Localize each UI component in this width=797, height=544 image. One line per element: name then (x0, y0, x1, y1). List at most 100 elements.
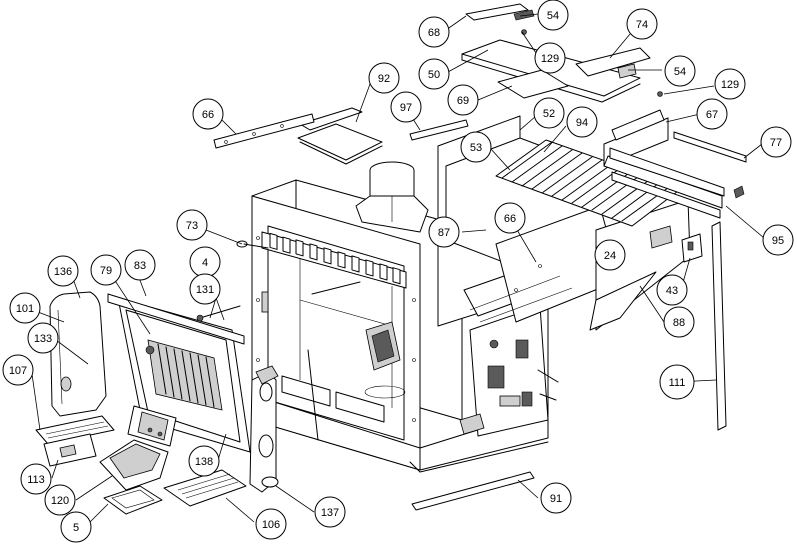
callout-label: 129 (721, 79, 739, 91)
callout-label: 137 (321, 507, 339, 519)
callout-label: 91 (550, 493, 562, 505)
callout-106: 106 (255, 508, 287, 540)
callout-54-mid: 54 (664, 55, 696, 87)
bar-91 (411, 471, 535, 511)
callout-87: 87 (428, 216, 460, 248)
callout-label: 83 (134, 260, 146, 272)
callout-label: 68 (428, 27, 440, 39)
callout-label: 95 (772, 235, 784, 247)
callout-53: 53 (460, 131, 492, 163)
callout-label: 88 (673, 317, 685, 329)
callout-95: 95 (762, 224, 794, 256)
callout-74: 74 (626, 8, 658, 40)
callout-24: 24 (594, 239, 626, 271)
rail-66-left (213, 113, 315, 149)
callout-label: 66 (202, 109, 214, 121)
callout-label: 87 (438, 227, 450, 239)
callout-111: 111 (659, 364, 695, 400)
burn-pot-120 (99, 439, 169, 491)
callout-label: 138 (195, 456, 213, 468)
bracket-43 (681, 233, 703, 263)
callout-label: 5 (73, 522, 79, 534)
callout-label: 131 (196, 284, 214, 296)
callout-113: 113 (20, 463, 52, 495)
control-electronics-assembly (459, 305, 559, 437)
callout-label: 92 (378, 73, 390, 85)
leader-lines (31, 13, 765, 523)
callout-label: 97 (400, 102, 412, 114)
callout-label: 66 (504, 213, 516, 225)
callout-92: 92 (368, 62, 400, 94)
callout-label: 74 (636, 19, 648, 31)
callout-5: 5 (60, 511, 92, 543)
callout-83: 83 (124, 249, 156, 281)
callout-77: 77 (760, 126, 792, 158)
callout-label: 53 (470, 142, 482, 154)
grate-bars-94 (495, 139, 683, 227)
callout-68: 68 (418, 16, 450, 48)
callout-label: 73 (186, 220, 198, 232)
callout-101: 101 (9, 292, 41, 324)
callout-label: 54 (674, 66, 686, 78)
callout-52: 52 (533, 97, 565, 129)
rail-97 (409, 119, 469, 141)
door-handle-assembly (127, 405, 177, 447)
callout-label: 50 (428, 69, 440, 81)
rail-77 (673, 131, 747, 163)
callout-label: 136 (54, 266, 72, 278)
callout-129-right: 129 (714, 68, 746, 100)
ash-pan-107 (35, 415, 115, 445)
callout-label: 79 (100, 265, 112, 277)
heat-fins (157, 343, 215, 408)
callout-4: 4 (189, 246, 221, 278)
callout-66-right: 66 (494, 202, 526, 234)
callout-label: 107 (9, 365, 27, 377)
callout-138: 138 (188, 445, 220, 477)
callout-label: 113 (27, 474, 45, 486)
callout-137: 137 (314, 496, 346, 528)
callout-73: 73 (176, 209, 208, 241)
callout-label: 24 (604, 250, 616, 262)
callout-50: 50 (418, 58, 450, 90)
callout-79: 79 (90, 254, 122, 286)
callout-label: 120 (51, 495, 69, 507)
strip-111 (711, 221, 727, 431)
callout-label: 94 (576, 117, 588, 129)
callout-label: 69 (457, 95, 469, 107)
callout-label: 43 (666, 285, 678, 297)
callout-label: 52 (543, 108, 555, 120)
callout-69: 69 (447, 84, 479, 116)
callout-107: 107 (2, 354, 34, 386)
callout-label: 54 (547, 10, 559, 22)
top-strip-83 (107, 293, 245, 345)
side-panel-136 (49, 291, 107, 417)
ash-tray-113 (43, 433, 97, 467)
callout-label: 133 (34, 333, 52, 345)
callout-133: 133 (27, 322, 59, 354)
callout-97: 97 (390, 91, 422, 123)
main-firebox-body (251, 161, 549, 473)
callout-91: 91 (540, 482, 572, 514)
vent-slots (269, 232, 401, 285)
callout-54-top: 54 (537, 0, 569, 31)
callout-label: 106 (262, 519, 280, 531)
callout-67: 67 (696, 98, 728, 130)
flue-collar (355, 161, 429, 233)
plate-5 (103, 485, 163, 515)
callout-label: 77 (770, 137, 782, 149)
callout-94: 94 (566, 106, 598, 138)
callout-label: 111 (669, 377, 686, 389)
callout-label: 101 (16, 303, 34, 315)
callout-129-top: 129 (534, 42, 566, 74)
callout-131: 131 (189, 273, 221, 305)
side-frame-67-95 (603, 109, 745, 219)
rod-131 (196, 305, 241, 322)
callout-label: 67 (706, 109, 718, 121)
baffle-plate-92 (297, 107, 383, 165)
callout-88: 88 (663, 306, 695, 338)
callout-66-left: 66 (192, 98, 224, 130)
callout-label: 129 (541, 53, 559, 65)
door-hinge-137 (249, 365, 279, 493)
